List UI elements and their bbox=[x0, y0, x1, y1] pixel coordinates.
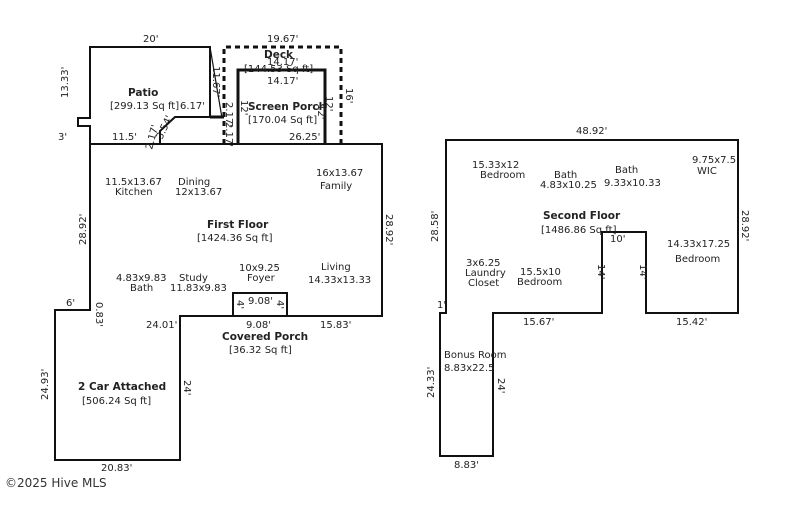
kitchen-name: Kitchen bbox=[115, 187, 153, 198]
second-floor-dim-24: 24' bbox=[495, 378, 506, 393]
first-floor-outline bbox=[54, 143, 383, 461]
garage-dim-left: 24.93' bbox=[40, 369, 51, 400]
foyer-name: Foyer bbox=[247, 273, 276, 284]
deck-dim-right: 16' bbox=[343, 88, 354, 103]
screen-porch-name: Screen Porch bbox=[248, 101, 326, 113]
dining-name: Dining bbox=[178, 177, 210, 188]
laundry-size: 3x6.25 bbox=[466, 258, 501, 269]
second-floor-dim-1: 1' bbox=[437, 300, 446, 311]
living-name: Living bbox=[321, 262, 351, 273]
deck-dim-top: 19.67' bbox=[267, 34, 298, 45]
deck-dim-left-a: 2.17' bbox=[223, 102, 234, 127]
screen-porch-dim-right: 12' bbox=[323, 96, 334, 111]
wic-name: WIC bbox=[697, 166, 717, 177]
foyer-size: 10x9.25 bbox=[239, 263, 280, 274]
first-floor-area: [1424.36 Sq ft] bbox=[197, 233, 273, 244]
second-floor-dim-top: 48.92' bbox=[576, 126, 607, 137]
deck-outline bbox=[222, 45, 343, 144]
first-floor-dim-2401: 24.01' bbox=[146, 320, 177, 331]
deck-name: Deck bbox=[264, 49, 294, 61]
bedroom3-size: 15.5x10 bbox=[520, 267, 561, 278]
screen-porch-outline bbox=[236, 68, 327, 144]
second-floor-area: [1486.86 Sq ft] bbox=[541, 225, 617, 236]
bedroom2-name: Bedroom bbox=[675, 254, 720, 265]
bedroom3-name: Bedroom bbox=[517, 277, 562, 288]
kitchen-size: 11.5x13.67 bbox=[105, 177, 162, 188]
second-floor-dim-right: 28.92' bbox=[739, 210, 750, 241]
screen-porch-area: [170.04 Sq ft] bbox=[248, 115, 317, 126]
patio-dim-vertical: 11.67' bbox=[210, 66, 221, 97]
first-floor-dim-right: 28.92' bbox=[383, 214, 394, 245]
covered-porch-area: [36.32 Sq ft] bbox=[229, 345, 292, 356]
patio-dim-left: 13.33' bbox=[60, 67, 71, 98]
study-name: Study bbox=[179, 273, 208, 284]
patio-dim-top: 20' bbox=[143, 34, 158, 45]
patio-area: [299.13 Sq ft] bbox=[110, 101, 179, 112]
family-size: 16x13.67 bbox=[316, 168, 363, 179]
deck-dim-left-c: 12' bbox=[238, 100, 249, 115]
garage-dim-bottom: 20.83' bbox=[101, 463, 132, 474]
bonus-room-name: Bonus Room bbox=[444, 350, 507, 361]
bath2-size: 9.33x10.33 bbox=[604, 178, 661, 189]
second-floor-outline bbox=[439, 139, 739, 457]
bath1-size: 4.83x10.25 bbox=[540, 180, 597, 191]
screen-porch-dim-bottom: 26.25' bbox=[289, 132, 320, 143]
second-floor-dim-1542: 15.42' bbox=[676, 317, 707, 328]
laundry-closet: Closet bbox=[468, 278, 499, 289]
bath1-name: Bath bbox=[554, 170, 577, 181]
covered-porch-name: Covered Porch bbox=[222, 331, 308, 343]
second-floor-dim-10: 10' bbox=[610, 234, 625, 245]
living-size: 14.33x13.33 bbox=[308, 275, 371, 286]
first-floor: 20' 13.33' 3' Patio [299.13 Sq ft] 6.17'… bbox=[40, 34, 394, 474]
bonus-room-size: 8.83x22.5 bbox=[444, 363, 494, 374]
second-floor-title: Second Floor bbox=[543, 210, 621, 222]
dining-size: 12x13.67 bbox=[175, 187, 222, 198]
laundry-name: Laundry bbox=[465, 268, 506, 279]
second-floor-dim-883: 8.83' bbox=[454, 460, 479, 471]
garage-area: [506.24 Sq ft] bbox=[82, 396, 151, 407]
second-floor-dim-2433: 24.33' bbox=[426, 367, 437, 398]
second-floor-dim-1567: 15.67' bbox=[523, 317, 554, 328]
first-floor-dim-6: 6' bbox=[66, 298, 75, 309]
patio-dim-right: 6.17' bbox=[180, 101, 205, 112]
first-floor-dim-left: 28.92' bbox=[78, 214, 89, 245]
garage-name: 2 Car Attached bbox=[78, 381, 166, 393]
deck-dim-inner-top: 14.17' bbox=[267, 57, 298, 68]
covered-porch-width: 9.08' bbox=[248, 296, 273, 307]
patio-name: Patio bbox=[128, 87, 158, 99]
covered-porch-dim-right: 4' bbox=[274, 300, 285, 309]
bedroom1-size: 15.33x12 bbox=[472, 160, 519, 171]
bath2-name: Bath bbox=[615, 165, 638, 176]
first-floor-dim-1583: 15.83' bbox=[320, 320, 351, 331]
first-floor-dim-908: 9.08' bbox=[246, 320, 271, 331]
patio-edge bbox=[209, 46, 223, 119]
screen-porch-dim-top: 14.17' bbox=[267, 76, 298, 87]
second-floor-dim-14b: 14' bbox=[637, 264, 648, 279]
screen-porch-dim-right-b: 12' bbox=[315, 104, 326, 119]
patio-dim-left-small: 3' bbox=[58, 132, 67, 143]
bath-name: Bath bbox=[130, 283, 153, 294]
second-floor-dim-left: 28.58' bbox=[430, 211, 441, 242]
second-floor: 48.92' 15.33x12 Bedroom Bath 4.83x10.25 … bbox=[426, 126, 750, 471]
garage-dim-right: 24' bbox=[181, 380, 192, 395]
deck-area: [144.53 Sq ft] bbox=[244, 64, 313, 75]
covered-porch-outline bbox=[232, 292, 288, 317]
patio-outline bbox=[77, 46, 211, 144]
family-name: Family bbox=[320, 181, 352, 192]
deck-dim-left-b: 2.17' bbox=[223, 122, 234, 147]
wic-size: 9.75x7.5 bbox=[692, 155, 736, 166]
study-size: 11.83x9.83 bbox=[170, 283, 227, 294]
second-floor-dim-14a: 14' bbox=[595, 264, 606, 279]
bedroom2-size: 14.33x17.25 bbox=[667, 239, 730, 250]
patio-dim-bottom: 11.5' bbox=[112, 132, 137, 143]
first-floor-dim-083: 0.83' bbox=[93, 302, 104, 327]
bedroom1-name: Bedroom bbox=[480, 170, 525, 181]
covered-porch-dim-left: 4' bbox=[234, 300, 245, 309]
bath-size: 4.83x9.83 bbox=[116, 273, 166, 284]
first-floor-title: First Floor bbox=[207, 219, 269, 231]
copyright-text: ©2025 Hive MLS bbox=[5, 476, 107, 490]
